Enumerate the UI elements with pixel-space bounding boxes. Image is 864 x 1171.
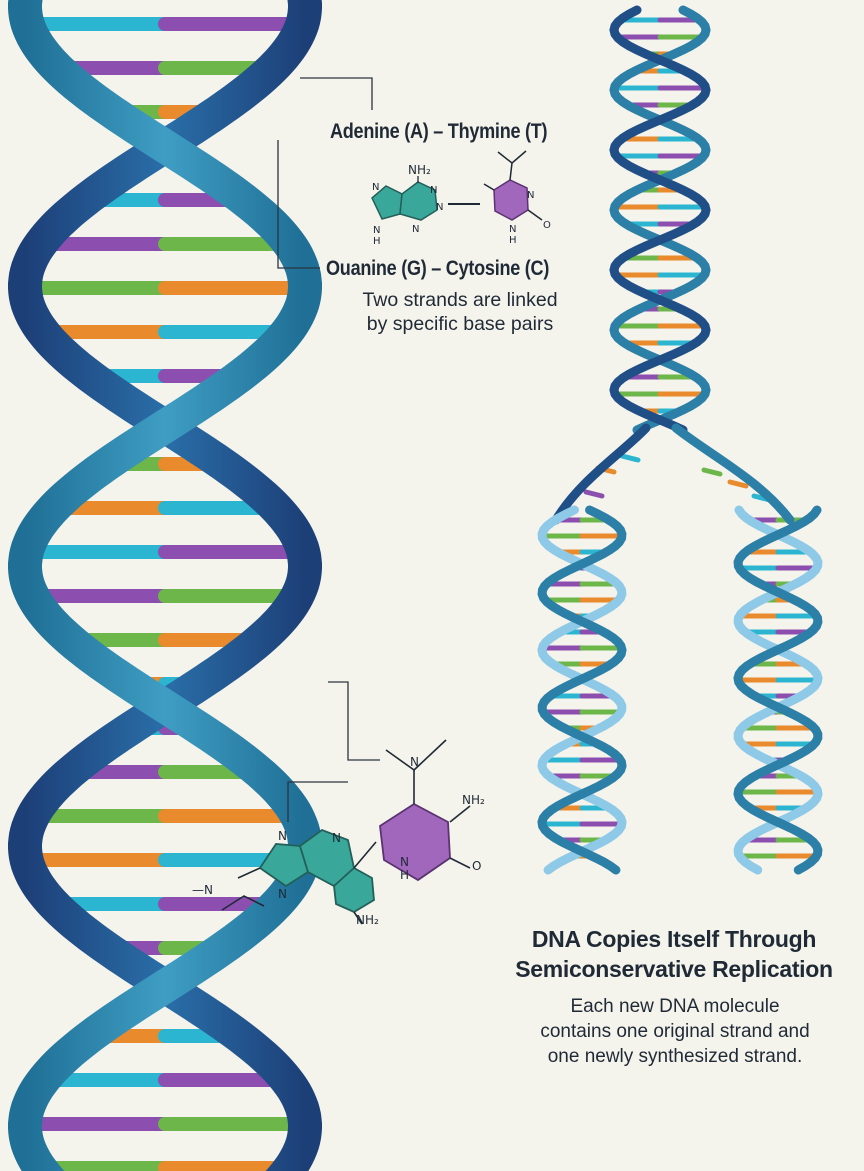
pair-note-line2: by specific base pairs	[335, 312, 585, 336]
n-label: N	[400, 855, 409, 869]
free-nucleotide	[730, 482, 746, 486]
replication-title-line1: DNA Copies Itself Through	[488, 924, 860, 954]
n-label: N	[372, 182, 379, 193]
o-label: O	[472, 859, 481, 873]
adenine-thymine-structure: NH₂ N N N N N H N N H O	[372, 151, 551, 247]
thymine-ring	[494, 180, 528, 220]
replication-description: Each new DNA molecule contains one origi…	[500, 994, 850, 1069]
replication-body-line1: Each new DNA molecule	[500, 994, 850, 1019]
replication-body-line2: contains one original strand and	[500, 1019, 850, 1044]
replication-title-line2: Semiconservative Replication	[488, 954, 860, 984]
backbone-strand-2	[25, 0, 305, 1171]
replication-title: DNA Copies Itself Through Semiconservati…	[488, 924, 860, 984]
cytosine-ring	[380, 804, 450, 880]
h-label: H	[509, 235, 517, 246]
label-connector-lines	[278, 78, 380, 822]
nh2-label: NH₂	[462, 793, 485, 807]
fork-strand-right	[676, 428, 790, 520]
n-label: N	[410, 755, 419, 769]
nh2-label: NH₂	[356, 913, 379, 927]
n-label: N	[412, 224, 419, 235]
nh2-label: NH₂	[408, 163, 431, 177]
pair-at-label: Adenine (A) – Thymine (T)	[330, 120, 547, 144]
n-label: N	[278, 887, 287, 901]
large-helix-backbones	[25, 0, 305, 1171]
n-label: N	[430, 185, 437, 196]
o-label: O	[543, 220, 551, 231]
n-label: N	[278, 829, 287, 843]
free-nucleotide	[704, 470, 720, 474]
replication-body-line3: one newly synthesized strand.	[500, 1044, 850, 1069]
n-label: N	[332, 831, 341, 845]
h-label: H	[373, 236, 381, 247]
pair-gc-label: Ouanine (G) – Cytosine (C)	[326, 257, 549, 281]
n-label: N	[509, 224, 516, 235]
n-label: N	[436, 202, 443, 213]
n-label: N	[373, 225, 380, 236]
free-nucleotide	[586, 492, 602, 496]
pair-note: Two strands are linked by specific base …	[335, 288, 585, 336]
methyl-n-label: —N	[192, 883, 213, 897]
free-nucleotide	[622, 456, 638, 460]
h-label: H	[400, 868, 409, 882]
fork-strand-left	[556, 428, 646, 520]
n-label: N	[527, 190, 534, 201]
pair-note-line1: Two strands are linked	[335, 288, 585, 312]
